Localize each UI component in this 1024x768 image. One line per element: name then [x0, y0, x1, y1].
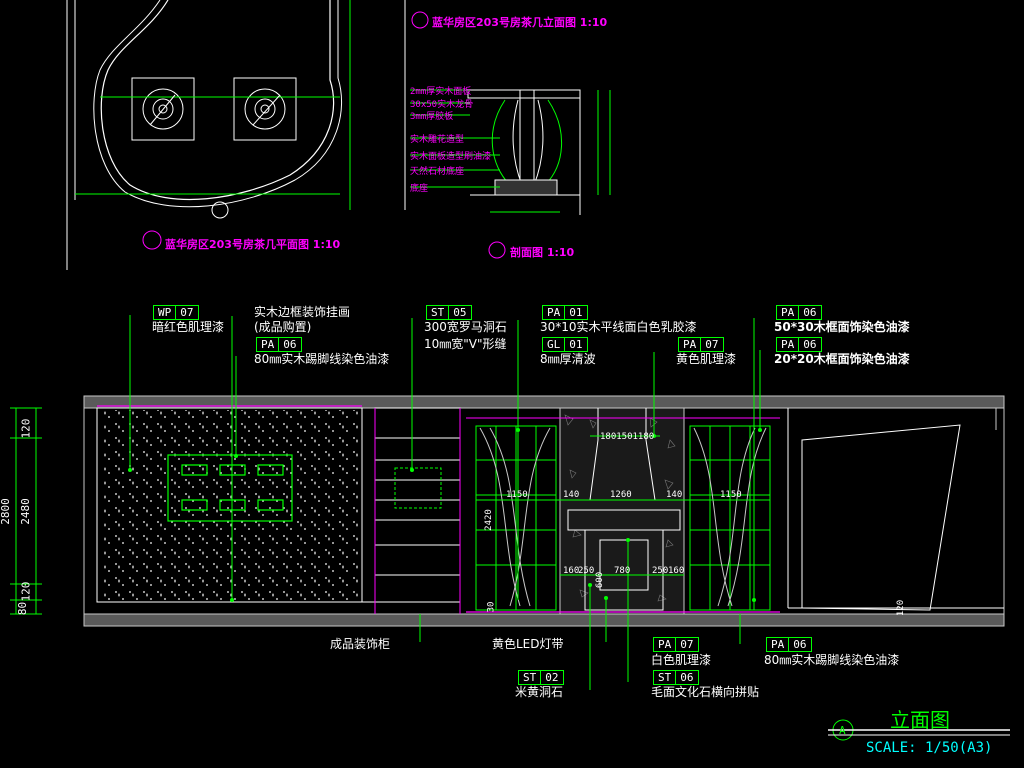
label-st06: 毛面文化石横向拼贴 — [651, 685, 760, 699]
dim-180-150-180: 1801501180 — [600, 432, 655, 442]
dim-250-l: 250 — [578, 566, 595, 576]
dim-1150-left: 1150 — [506, 490, 528, 500]
markers — [128, 428, 762, 602]
curtains — [479, 427, 767, 607]
dimension-lines — [10, 407, 770, 615]
callout-5: 实木面板造型刷油漆 — [410, 152, 492, 162]
dim-120-right: 120 — [896, 599, 907, 617]
title-block — [828, 719, 1010, 741]
dim-total: 2800 — [0, 498, 12, 525]
label-pa01: 30*10实木平线面白色乳胶漆 — [540, 320, 697, 334]
elevation-title: 立面图 — [890, 708, 950, 732]
elevation-mark: A — [839, 724, 846, 737]
callout-2: 30x50实木龙骨 — [410, 100, 474, 110]
table-elevation — [404, 0, 611, 259]
dim-mid: 2480 — [18, 498, 32, 525]
label-pa06d: 80㎜实木踢脚线染色油漆 — [764, 653, 900, 667]
label-led: 黄色LED灯带 — [492, 637, 564, 651]
dim-1260: 1260 — [610, 490, 632, 500]
right-panel — [787, 408, 1004, 611]
label-frame-1: 实木边框装饰挂画 — [254, 305, 351, 319]
dim-600: 600 — [595, 571, 606, 589]
dim-780: 780 — [614, 566, 631, 576]
section-title: 剖面图 1:10 — [510, 246, 575, 259]
callout-1: 2mm厚实木面板 — [410, 87, 472, 97]
main-elevation — [10, 315, 1005, 690]
label-pa06b: 50*30木框面饰染色油漆 — [774, 320, 910, 334]
dim-b1: 120 — [19, 581, 33, 602]
callout-3: 3mm厚胶板 — [410, 112, 454, 122]
label-pa07a: 黄色肌理漆 — [676, 352, 737, 366]
dim-160-r: 160 — [668, 566, 685, 576]
dim-2420: 2420 — [483, 509, 494, 531]
plan-title: 蓝华房区203号房茶几平面图 1:10 — [165, 238, 341, 251]
right-window — [689, 425, 771, 611]
dim-250-r: 250 — [652, 566, 669, 576]
callout-7: 底座 — [410, 184, 429, 194]
label-st05-2: 10㎜宽"V"形缝 — [424, 337, 507, 351]
plan-view — [66, 0, 351, 270]
label-pa07b: 白色肌理漆 — [651, 653, 712, 667]
label-st02: 米黄洞石 — [515, 685, 564, 699]
dim-30: 30 — [486, 601, 497, 613]
dim-140-left: 140 — [563, 490, 580, 500]
callout-6: 天然石材底座 — [410, 167, 465, 177]
elevation-small-title: 蓝华房区203号房茶几立面图 1:10 — [432, 16, 608, 29]
dim-top: 120 — [19, 418, 33, 439]
leaders — [129, 315, 761, 690]
label-gl01: 8㎜厚清波 — [540, 352, 596, 366]
label-pa06a: 80㎜实木踢脚线染色油漆 — [254, 352, 390, 366]
cabinet — [374, 407, 461, 603]
label-cabinet: 成品装饰柜 — [330, 637, 391, 651]
dim-140-right: 140 — [666, 490, 683, 500]
scale-label: SCALE: 1/50(A3) — [866, 740, 993, 756]
dim-b2: 80 — [16, 601, 30, 616]
label-wp07: 暗红色肌理漆 — [152, 320, 225, 334]
dim-160-l: 160 — [563, 566, 580, 576]
dim-1150-right: 1150 — [720, 490, 742, 500]
label-frame-2: (成品购置) — [254, 320, 312, 334]
label-st05: 300宽罗马洞石 — [424, 320, 507, 334]
callout-4: 实木雕花造型 — [410, 135, 465, 145]
label-pa06c: 20*20木框面饰染色油漆 — [774, 352, 910, 366]
painting — [167, 454, 293, 522]
